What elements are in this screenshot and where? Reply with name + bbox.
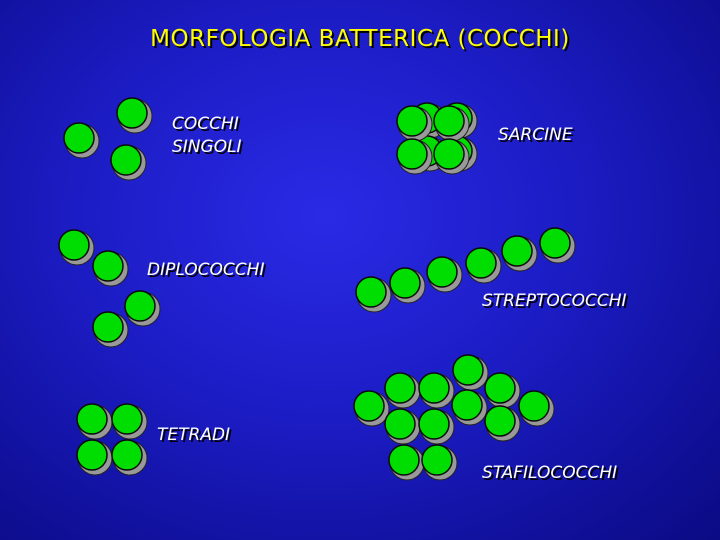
coccus bbox=[502, 236, 537, 271]
coccus bbox=[111, 145, 146, 180]
coccus bbox=[434, 106, 469, 141]
coccus bbox=[427, 257, 462, 292]
coccus bbox=[385, 373, 420, 408]
coccus bbox=[485, 373, 520, 408]
coccus bbox=[466, 248, 501, 283]
coccus bbox=[77, 404, 112, 439]
coccus bbox=[419, 373, 454, 408]
coccus bbox=[485, 406, 520, 441]
group-tetradi bbox=[77, 404, 147, 475]
coccus bbox=[112, 404, 147, 439]
group-cocchi-singoli bbox=[64, 98, 152, 180]
coccus bbox=[356, 277, 391, 312]
group-sarcine bbox=[397, 103, 477, 174]
coccus bbox=[389, 445, 424, 480]
coccus bbox=[64, 123, 99, 158]
coccus bbox=[519, 391, 554, 426]
coccus bbox=[93, 251, 128, 286]
coccus bbox=[390, 268, 425, 303]
group-stafilococchi bbox=[354, 355, 554, 480]
coccus bbox=[422, 445, 457, 480]
coccus bbox=[59, 230, 94, 265]
coccus bbox=[397, 106, 432, 141]
coccus bbox=[540, 228, 575, 263]
coccus bbox=[77, 440, 112, 475]
coccus bbox=[117, 98, 152, 133]
coccus bbox=[419, 409, 454, 444]
group-diplococchi bbox=[59, 230, 160, 347]
coccus bbox=[125, 291, 160, 326]
group-streptococchi bbox=[356, 228, 575, 312]
coccus bbox=[397, 139, 432, 174]
coccus bbox=[452, 390, 487, 425]
coccus bbox=[112, 440, 147, 475]
coccus bbox=[354, 391, 389, 426]
coccus bbox=[453, 355, 488, 390]
coccus bbox=[385, 409, 420, 444]
coccus bbox=[93, 312, 128, 347]
coccus bbox=[434, 139, 469, 174]
